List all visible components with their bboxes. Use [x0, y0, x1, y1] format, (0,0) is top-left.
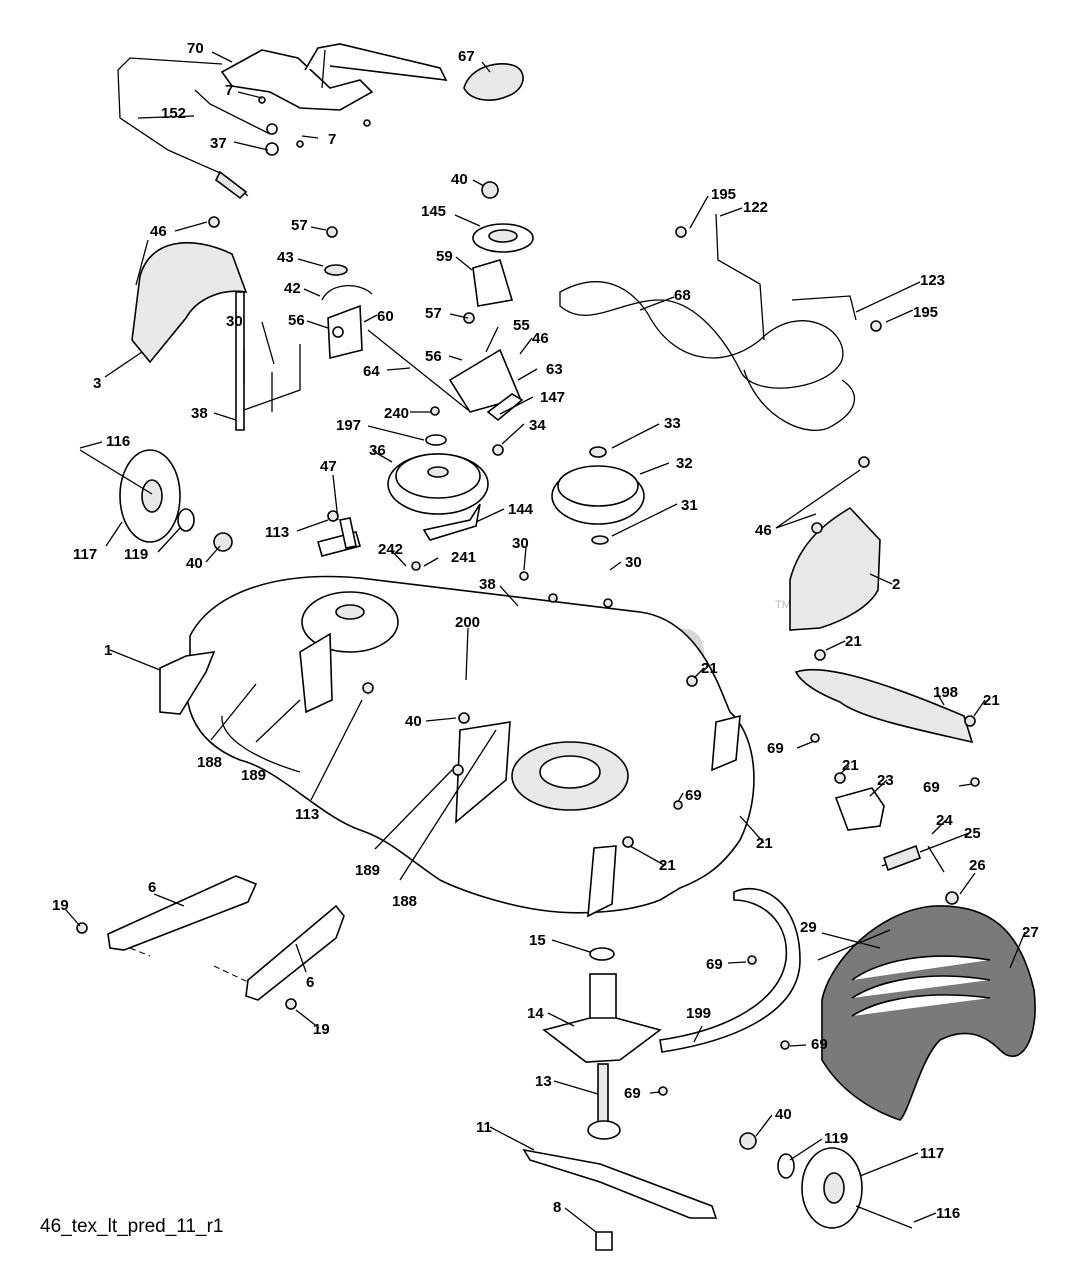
diagram-caption: 46_tex_lt_pred_11_r1 [40, 1216, 223, 1237]
callout-37: 37 [210, 135, 227, 152]
callout-69: 69 [685, 787, 702, 804]
callout-123: 123 [920, 272, 945, 289]
callout-200: 200 [455, 614, 480, 631]
callout-195: 195 [913, 304, 938, 321]
callout-57: 57 [291, 217, 308, 234]
callout-242: 242 [378, 541, 403, 558]
callout-26: 26 [969, 857, 986, 874]
callout-241: 241 [451, 549, 476, 566]
callout-240: 240 [384, 405, 409, 422]
callout-119: 119 [124, 546, 148, 563]
callout-34: 34 [529, 417, 546, 434]
callout-23: 23 [877, 772, 894, 789]
callout-3: 3 [93, 375, 101, 392]
callout-59: 59 [436, 248, 453, 265]
callout-69: 69 [767, 740, 784, 757]
callout-15: 15 [529, 932, 546, 949]
callout-30: 30 [226, 313, 243, 330]
callout-29: 29 [800, 919, 817, 936]
callout-145: 145 [421, 203, 446, 220]
callout-21: 21 [701, 660, 718, 677]
callout-38: 38 [479, 576, 496, 593]
callout-30: 30 [512, 535, 529, 552]
callout-60: 60 [377, 308, 394, 325]
callout-40: 40 [186, 555, 203, 572]
callout-56: 56 [288, 312, 305, 329]
callout-40: 40 [451, 171, 468, 188]
leader-lines [65, 51, 1026, 1233]
callout-1: 1 [104, 642, 112, 659]
callout-6: 6 [306, 974, 314, 991]
callout-46: 46 [755, 522, 772, 539]
callout-70: 70 [187, 40, 204, 57]
callout-147: 147 [540, 389, 565, 406]
callout-116: 116 [936, 1205, 960, 1222]
callout-188: 188 [392, 893, 417, 910]
callout-144: 144 [508, 501, 534, 518]
callout-63: 63 [546, 361, 563, 378]
callout-189: 189 [241, 767, 266, 784]
callout-69: 69 [706, 956, 723, 973]
callout-46: 46 [532, 330, 549, 347]
callout-113: 113 [295, 806, 319, 823]
callout-32: 32 [676, 455, 693, 472]
callout-8: 8 [553, 1199, 561, 1216]
callout-116: 116 [106, 433, 130, 450]
part-drawings [76, 43, 1036, 1251]
callout-labels: 70 67 7 7 152 37 40 145 195 122 46 57 43… [52, 40, 1039, 1222]
callout-13: 13 [535, 1073, 552, 1090]
callout-21: 21 [983, 692, 1000, 709]
callout-42: 42 [284, 280, 301, 297]
callout-195: 195 [711, 186, 736, 203]
callout-14: 14 [527, 1005, 544, 1022]
callout-67: 67 [458, 48, 475, 65]
callout-197: 197 [336, 417, 361, 434]
callout-69: 69 [811, 1036, 828, 1053]
callout-36: 36 [369, 442, 386, 459]
callout-27: 27 [1022, 924, 1039, 941]
callout-113: 113 [265, 524, 289, 541]
callout-64: 64 [363, 363, 380, 380]
callout-19: 19 [52, 897, 69, 914]
callout-21: 21 [659, 857, 676, 874]
callout-47: 47 [320, 458, 337, 475]
callout-21: 21 [845, 633, 862, 650]
callout-152: 152 [161, 105, 186, 122]
callout-117: 117 [73, 546, 97, 563]
callout-11: 11 [476, 1119, 492, 1136]
callout-19: 19 [313, 1021, 330, 1038]
callout-21: 21 [756, 835, 773, 852]
callout-188: 188 [197, 754, 222, 771]
callout-24: 24 [936, 812, 953, 829]
callout-40: 40 [405, 713, 422, 730]
callout-117: 117 [920, 1145, 944, 1162]
callout-43: 43 [277, 249, 294, 266]
callout-38: 38 [191, 405, 208, 422]
callout-57: 57 [425, 305, 442, 322]
callout-55: 55 [513, 317, 530, 334]
callout-31: 31 [681, 497, 698, 514]
watermark-trademark: TM [775, 599, 791, 611]
callout-199: 199 [686, 1005, 711, 1022]
callout-189: 189 [355, 862, 380, 879]
callout-21: 21 [842, 757, 859, 774]
callout-198: 198 [933, 684, 958, 701]
callout-122: 122 [743, 199, 768, 216]
callout-56: 56 [425, 348, 442, 365]
callout-30: 30 [625, 554, 642, 571]
callout-68: 68 [674, 287, 691, 304]
callout-7: 7 [328, 131, 336, 148]
callout-40: 40 [775, 1106, 792, 1123]
callout-6: 6 [148, 879, 156, 896]
callout-25: 25 [964, 825, 981, 842]
callout-69: 69 [923, 779, 940, 796]
callout-2: 2 [892, 576, 900, 593]
callout-33: 33 [664, 415, 681, 432]
callout-46: 46 [150, 223, 167, 240]
callout-69: 69 [624, 1085, 641, 1102]
callout-119: 119 [824, 1130, 848, 1147]
callout-7: 7 [225, 82, 233, 99]
